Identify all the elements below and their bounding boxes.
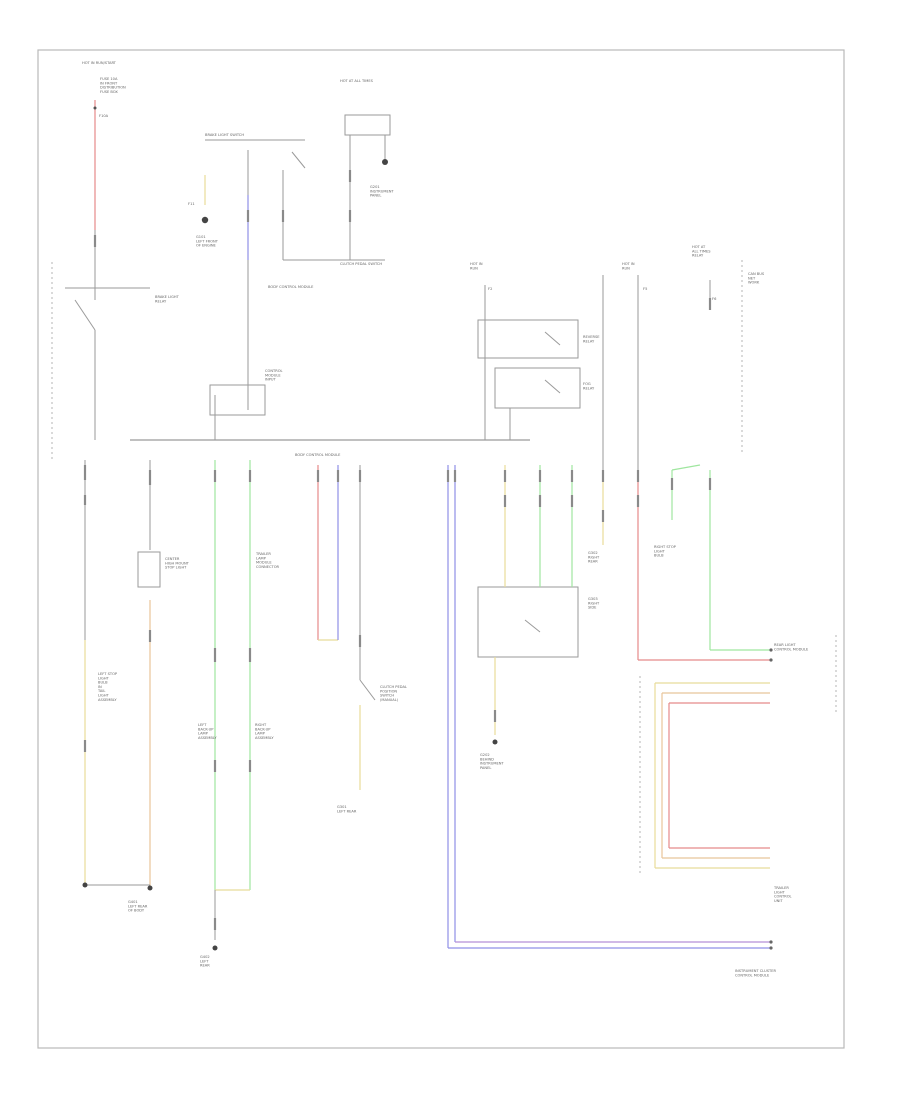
can-pin-2 — [769, 946, 773, 950]
label-connector-bus: BODY CONTROL MODULE — [295, 453, 341, 457]
relay-box-1 — [477, 319, 579, 359]
can-pin-1 — [769, 940, 773, 944]
relay-box-2 — [494, 367, 581, 409]
ground-node-b — [147, 885, 153, 891]
label-body-ctrl: BODY CONTROL MODULE — [268, 285, 314, 289]
pin-b — [769, 658, 773, 662]
right-green-top — [671, 464, 701, 471]
label-hot-run-start: HOT IN RUN/START — [82, 61, 117, 65]
label-fuse-num: F10A — [99, 114, 109, 118]
pin-a — [769, 648, 773, 652]
module-switch — [524, 619, 541, 633]
label-hot-right: HOT AT ALL TIMES — [340, 79, 374, 83]
relay1-contact — [544, 331, 561, 346]
label-brake-switch: BRAKE LIGHT SWITCH — [205, 133, 244, 137]
ground-top-left — [201, 216, 209, 224]
clutch-switch-contact — [359, 679, 376, 701]
clutch-switch-box — [344, 114, 391, 136]
label-fuse-b: F5 — [643, 287, 647, 291]
label-fuse-c: F6 — [712, 297, 717, 301]
feed-node — [93, 106, 97, 110]
diagram-frame — [37, 49, 845, 1049]
connector-ticks — [83, 170, 712, 930]
label-fuse-a: F2 — [488, 287, 492, 291]
switch-contact — [291, 151, 306, 169]
module-ground — [492, 739, 498, 745]
switch-left — [74, 299, 96, 331]
relay2-contact — [544, 379, 561, 394]
label-fuse-11: F11 — [188, 202, 195, 206]
control-module-box — [477, 586, 579, 658]
ground-bottom-node — [212, 945, 218, 951]
center-stop-lamp — [137, 551, 161, 588]
ground-node-a — [82, 882, 88, 888]
ground-clutch — [382, 159, 388, 165]
label-clutch-head: CLUTCH PEDAL SWITCH — [340, 262, 382, 266]
relay-block — [209, 384, 266, 416]
